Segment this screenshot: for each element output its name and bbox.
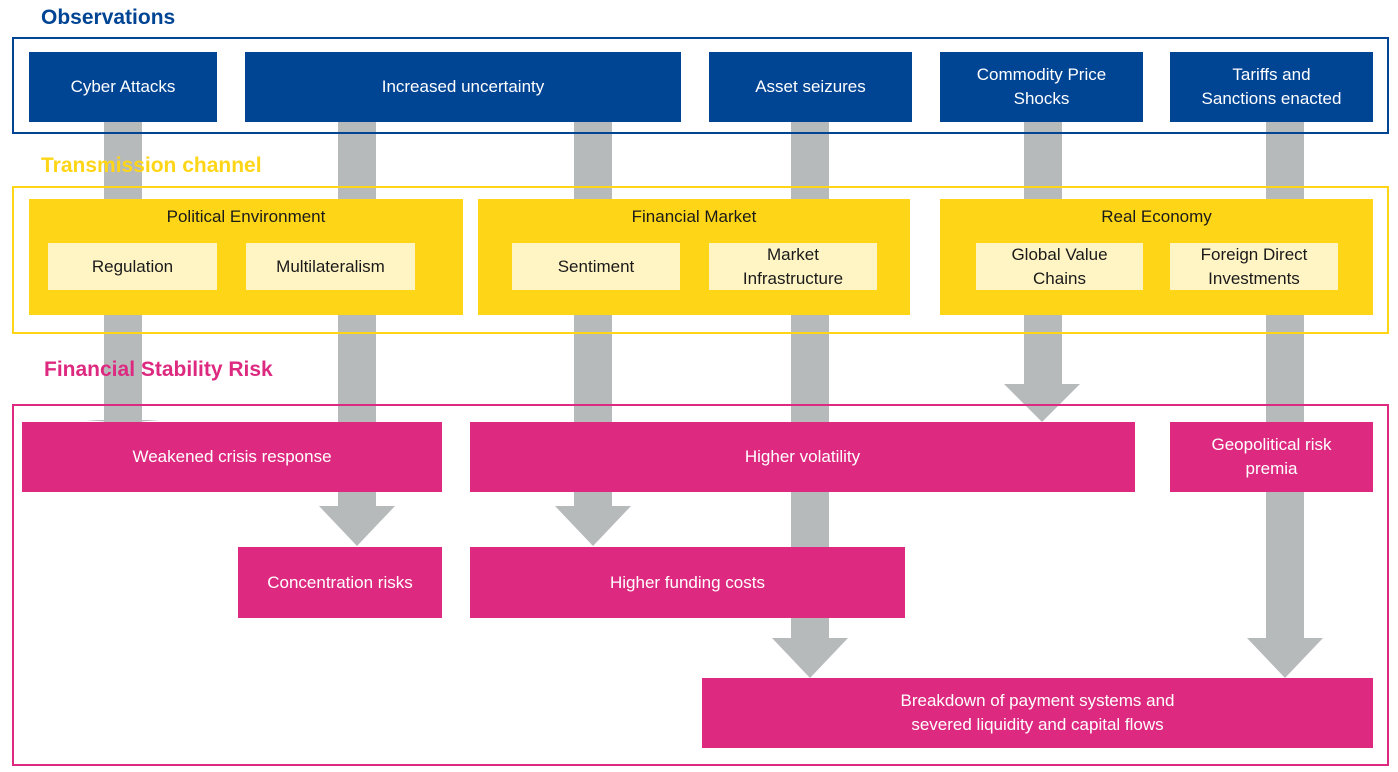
arrow-seizures-head [772, 638, 848, 678]
heading-transmission-channel: Transmission channel [41, 154, 262, 177]
transmission-frame [12, 186, 1389, 334]
obs-cyber-attacks: Cyber Attacks [29, 52, 217, 122]
channel-financial-title: Financial Market [631, 207, 757, 226]
sub-sentiment: Sentiment [512, 243, 680, 290]
risk-weakened-crisis-response: Weakened crisis response [22, 422, 442, 492]
risk-higher-funding-costs: Higher funding costs [470, 547, 905, 618]
channel-real-title: Real Economy [1101, 207, 1212, 226]
obs-tariffs-sanctions: Tariffs and Sanctions enacted [1170, 52, 1373, 122]
risk-geopolitical-risk-premia: Geopolitical risk premia [1170, 422, 1373, 492]
sub-market-infrastructure: Market Infrastructure [709, 243, 877, 290]
arrow-tariffs-head [1247, 638, 1323, 678]
arrow-cyber-head [86, 420, 160, 423]
obs-increased-uncertainty: Increased uncertainty [245, 52, 681, 122]
sub-multilateralism: Multilateralism [246, 243, 415, 290]
channel-political-title: Political Environment [166, 207, 326, 226]
risk-higher-volatility: Higher volatility [470, 422, 1135, 492]
risk-frame [12, 404, 1389, 766]
sub-regulation: Regulation [48, 243, 217, 290]
heading-financial-stability-risk: Financial Stability Risk [44, 358, 273, 381]
arrow-sentiment-head [555, 506, 631, 546]
risk-payment-systems-breakdown: Breakdown of payment systems and severed… [702, 678, 1373, 748]
risk-concentration-risks: Concentration risks [238, 547, 442, 618]
heading-observations: Observations [41, 6, 176, 29]
arrow-uncertainty-head [319, 506, 395, 546]
observations-frame [12, 37, 1389, 134]
sub-foreign-direct-investments: Foreign Direct Investments [1170, 243, 1338, 290]
sub-global-value-chains: Global Value Chains [976, 243, 1143, 290]
obs-asset-seizures: Asset seizures [709, 52, 912, 122]
obs-commodity-price-shocks: Commodity Price Shocks [940, 52, 1143, 122]
arrow-commodity-head [1004, 384, 1080, 422]
